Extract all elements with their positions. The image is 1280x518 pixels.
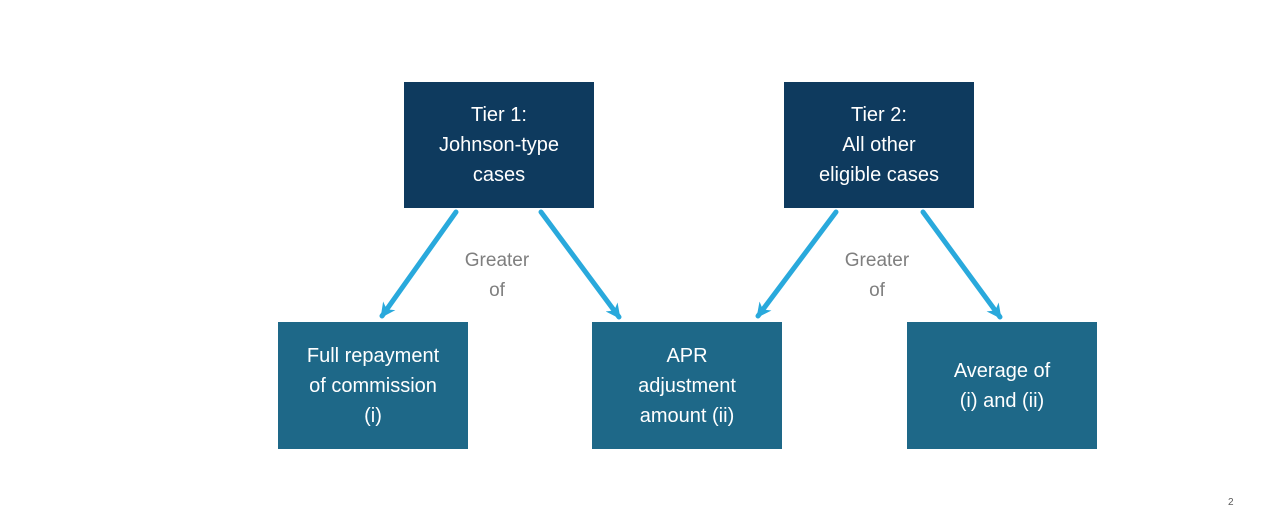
node-tier-2-label: Tier 2: All other eligible cases — [818, 104, 940, 186]
node-outcome-apr-adjustment-label: APR adjustment amount (ii) — [638, 344, 736, 427]
connector-label-greater-of-tier1: Greater of — [464, 250, 530, 301]
node-tier-1: Tier 1: Johnson-type cases — [404, 82, 594, 208]
node-outcome-apr-adjustment: APR adjustment amount (ii) — [592, 322, 782, 449]
node-outcome-full-repayment: Full repayment of commission (i) — [278, 322, 468, 449]
connector-label-greater-of-tier2: Greater of — [844, 250, 910, 301]
node-tier-1-label: Tier 1: Johnson-type cases — [438, 104, 560, 186]
node-outcome-average-label: Average of (i) and (ii) — [953, 359, 1051, 412]
node-outcome-average: Average of (i) and (ii) — [907, 322, 1097, 449]
node-outcome-full-repayment-label: Full repayment of commission (i) — [306, 344, 440, 427]
node-tier-2: Tier 2: All other eligible cases — [784, 82, 974, 208]
page-number: 2 — [1228, 497, 1234, 508]
